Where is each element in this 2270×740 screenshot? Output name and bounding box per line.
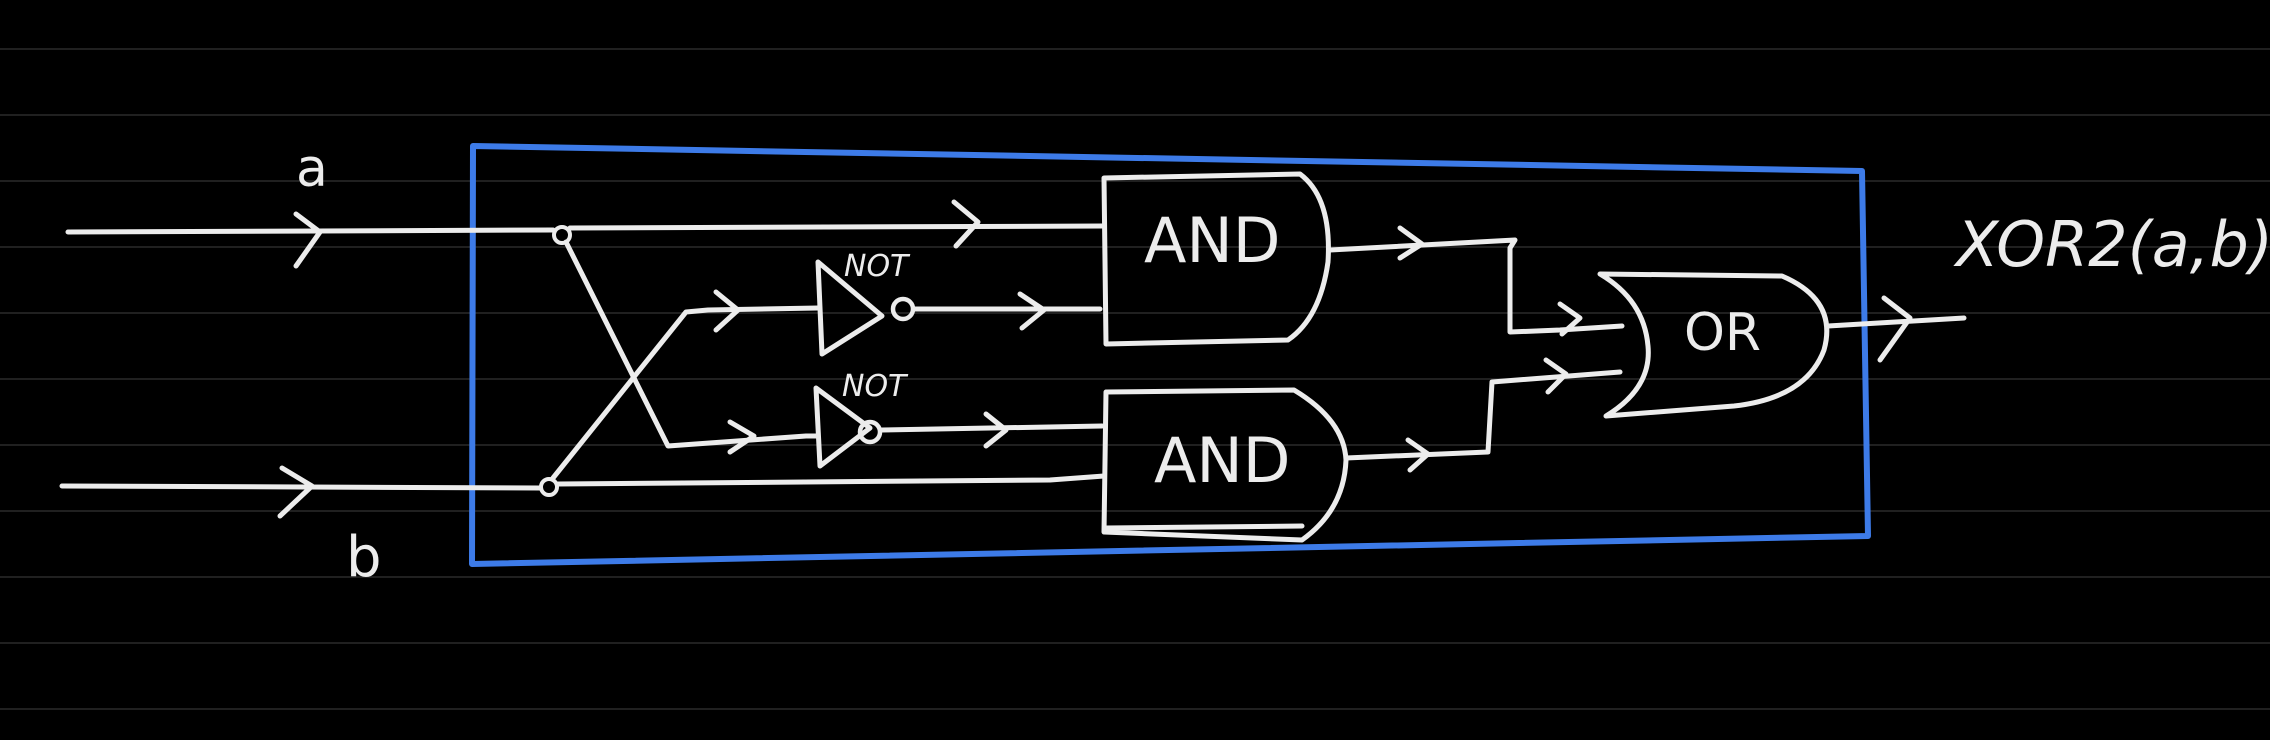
not-bottom-triangle: [813, 385, 873, 469]
wire-not-bottom-arrow: [983, 411, 1009, 449]
and-gate-top: AND: [1101, 171, 1331, 347]
input-b-label: b: [346, 525, 382, 590]
ruled-lines: [0, 48, 2270, 710]
input-a: a: [65, 139, 572, 269]
not-gate-bottom: NOT: [813, 369, 909, 469]
input-a-wire: [65, 227, 556, 235]
or-gate: OR: [1597, 271, 1830, 419]
and-gate-bottom: AND: [1101, 387, 1349, 543]
not-bottom-bubble: [857, 419, 883, 445]
wire-not-top-arrow: [1017, 291, 1047, 331]
wire-and-top-out-arrow: [1397, 225, 1425, 261]
wire-and-bottom-in-arrow: [1543, 357, 1569, 395]
and-bottom-label: AND: [1154, 424, 1291, 497]
wire-cross-down-arrow: [727, 419, 757, 455]
wire-and-bottom-out-arrow: [1405, 437, 1431, 473]
input-b-wire: [59, 483, 543, 491]
and-top-body: [1101, 171, 1331, 347]
wire-and-bottom-out: [1343, 369, 1623, 461]
input-b-arrow: [277, 465, 315, 519]
input-a-junction: [552, 225, 572, 245]
wire-b-to-and-bottom: [555, 473, 1107, 487]
output-wire: [1825, 315, 1967, 329]
output-label: XOR2(a,b): [1953, 208, 2270, 281]
wire-and-top-in-arrow: [1557, 301, 1583, 337]
not-gate-top: NOT: [815, 249, 916, 357]
not-top-bubble: [890, 296, 916, 322]
or-body: [1597, 271, 1830, 419]
output: XOR2(a,b): [1825, 208, 2270, 363]
input-a-arrow: [293, 211, 323, 269]
and-top-label: AND: [1144, 204, 1281, 277]
wire-a-to-and-top: [567, 223, 1107, 231]
input-b: b: [59, 465, 559, 590]
wire-cross-up-arrow: [713, 289, 741, 333]
not-top-triangle: [815, 259, 885, 357]
output-arrow: [1877, 295, 1913, 363]
input-b-junction: [539, 477, 559, 497]
wire-b-cross-up: [550, 305, 821, 481]
not-top-label: NOT: [844, 249, 911, 284]
xor-subsystem-box: [469, 143, 1871, 567]
wire-a-arrow: [951, 199, 981, 249]
and-bottom-underline: [1103, 523, 1305, 531]
not-bottom-label: NOT: [842, 369, 909, 404]
wire-not-bottom-to-and-bottom: [879, 423, 1105, 433]
or-label: OR: [1684, 303, 1761, 363]
wire-a-cross-down: [563, 239, 821, 449]
input-a-label: a: [296, 139, 328, 199]
